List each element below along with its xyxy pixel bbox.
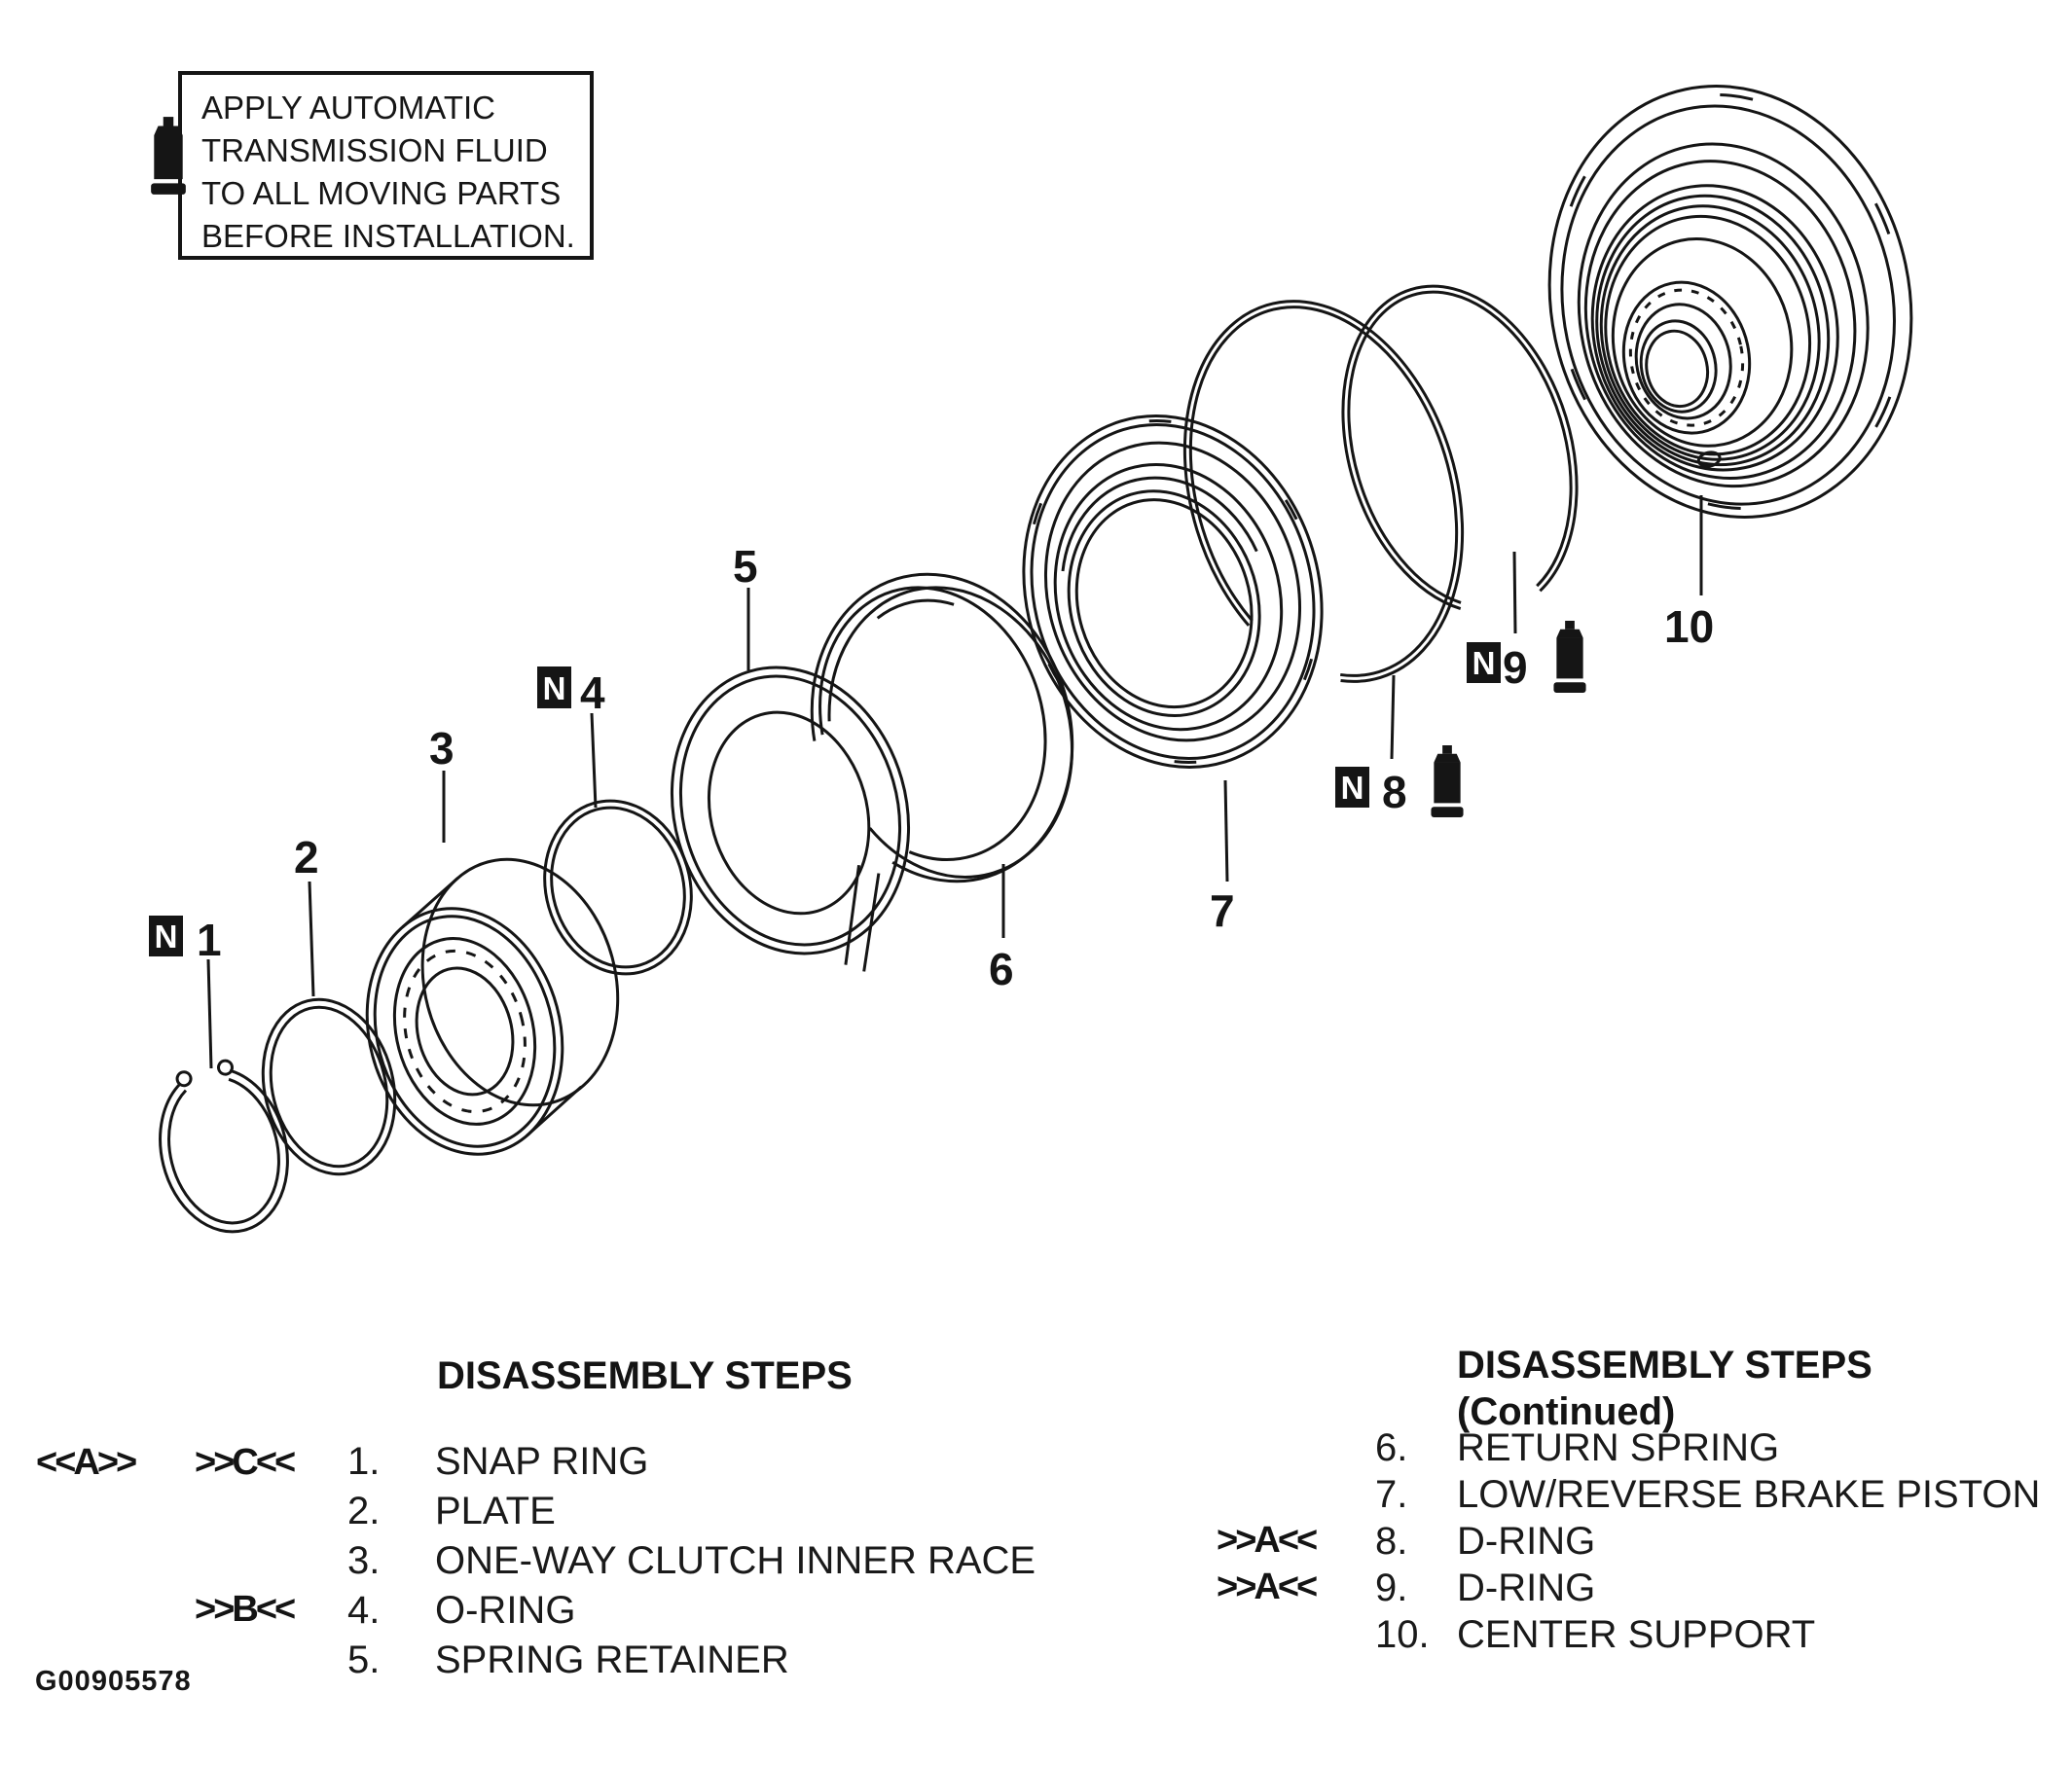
- step-marker: >>A<<: [1217, 1520, 1318, 1561]
- step-label: SNAP RING: [435, 1440, 649, 1483]
- step-marker: >>B<<: [195, 1589, 296, 1630]
- step-number: 3.: [347, 1539, 381, 1582]
- callout-8: 8: [1382, 767, 1407, 817]
- callout-5: 5: [733, 541, 758, 592]
- note-line: BEFORE INSTALLATION.: [201, 218, 575, 254]
- step-label: RETURN SPRING: [1457, 1426, 1780, 1469]
- step-label: D-RING: [1457, 1520, 1596, 1563]
- step-label: SPRING RETAINER: [435, 1639, 789, 1681]
- svg-text:N: N: [543, 670, 566, 706]
- step-number: 7.: [1375, 1473, 1408, 1516]
- leader-line-4: [590, 712, 598, 809]
- callout-6: 6: [989, 944, 1014, 994]
- step-number: 5.: [347, 1639, 381, 1681]
- step-label: ONE-WAY CLUTCH INNER RACE: [435, 1539, 1036, 1582]
- step-marker: >>C<<: [195, 1442, 296, 1483]
- note-line: APPLY AUTOMATIC: [201, 90, 495, 126]
- step-label: CENTER SUPPORT: [1457, 1613, 1816, 1656]
- leader-line-8: [1390, 674, 1396, 760]
- step-label: PLATE: [435, 1490, 556, 1532]
- svg-text:N: N: [155, 919, 178, 955]
- step-number: 1.: [347, 1440, 381, 1483]
- callout-4: 4: [580, 667, 605, 718]
- svg-text:N: N: [1341, 770, 1364, 806]
- note-line: TO ALL MOVING PARTS: [201, 175, 562, 211]
- part-plate: [261, 997, 397, 1176]
- part-center-support: [1547, 85, 1913, 519]
- part-d-ring-9: [1341, 284, 1579, 615]
- part-d-ring-8: [1182, 300, 1465, 683]
- callout-10: 10: [1664, 601, 1714, 652]
- callout-9: 9: [1503, 642, 1528, 693]
- leader-line-2: [308, 881, 315, 997]
- callout-7: 7: [1210, 885, 1235, 936]
- oil-bottle-icon: [1553, 621, 1586, 693]
- step-marker: >>A<<: [1217, 1567, 1318, 1607]
- oil-bottle-icon: [151, 117, 186, 195]
- step-number: 4.: [347, 1589, 381, 1632]
- callout-2: 2: [294, 832, 319, 882]
- part-snap-ring: [159, 1059, 289, 1234]
- n-marker-icon: N: [537, 666, 571, 708]
- callout-3: 3: [429, 723, 454, 774]
- part-one-way-clutch-inner-race: [365, 857, 620, 1156]
- part-return-spring: [810, 572, 1074, 972]
- n-marker-icon: N: [149, 916, 183, 956]
- step-label: LOW/REVERSE BRAKE PISTON: [1457, 1473, 2041, 1516]
- right-list-title: DISASSEMBLY STEPS: [1457, 1344, 1872, 1387]
- n-marker-icon: N: [1467, 642, 1501, 683]
- callout-1: 1: [197, 915, 222, 965]
- svg-text:N: N: [1472, 645, 1496, 681]
- leader-line-9: [1512, 551, 1517, 634]
- leader-line-1: [206, 958, 213, 1069]
- n-marker-icon: N: [1335, 767, 1369, 808]
- oil-bottle-icon: [1431, 745, 1464, 817]
- step-number: 10.: [1375, 1613, 1430, 1656]
- fluid-note-box: APPLY AUTOMATIC TRANSMISSION FLUID TO AL…: [178, 71, 594, 260]
- part-low-reverse-brake-piston: [1022, 414, 1324, 769]
- step-label: O-RING: [435, 1589, 576, 1632]
- leader-line-7: [1223, 779, 1229, 882]
- step-number: 8.: [1375, 1520, 1408, 1563]
- left-list-title: DISASSEMBLY STEPS: [437, 1354, 853, 1397]
- step-number: 6.: [1375, 1426, 1408, 1469]
- right-list-subtitle: (Continued): [1457, 1390, 1676, 1433]
- step-marker: <<A>>: [36, 1442, 137, 1483]
- step-label: D-RING: [1457, 1567, 1596, 1609]
- step-number: 9.: [1375, 1567, 1408, 1609]
- figure-code: G00905578: [35, 1666, 192, 1697]
- part-spring-retainer: [670, 666, 911, 955]
- note-line: TRANSMISSION FLUID: [201, 132, 548, 168]
- step-number: 2.: [347, 1490, 381, 1532]
